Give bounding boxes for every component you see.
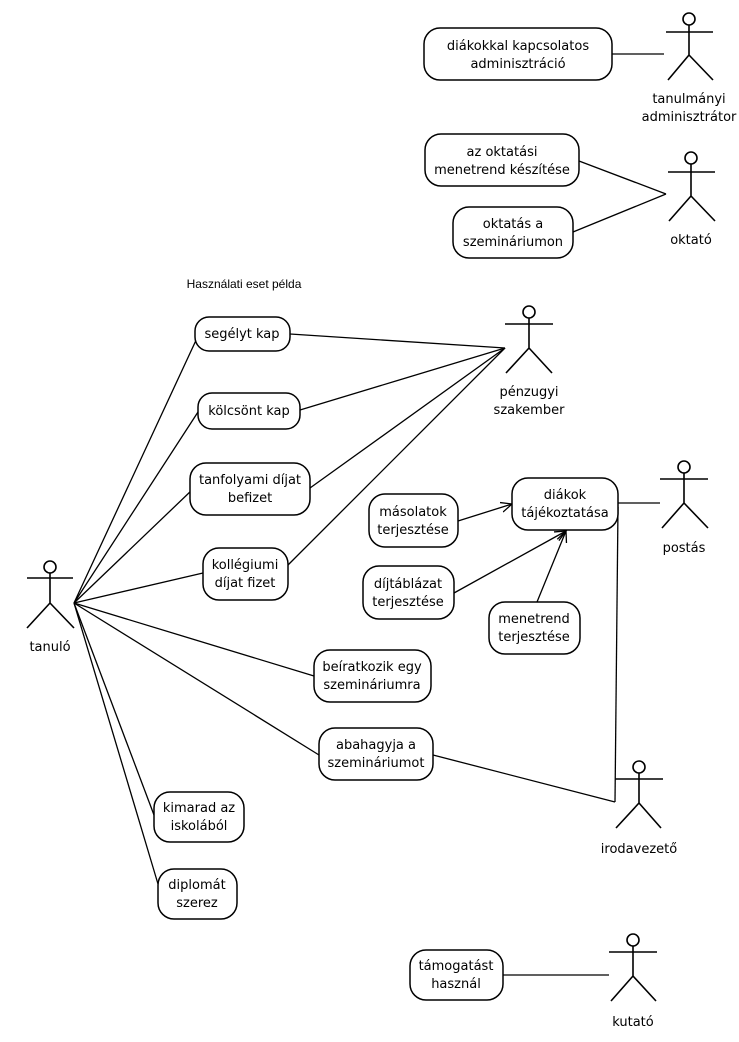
edge-dijtablazat-diakok [453,531,566,594]
edge-abahagyja-irodavezeto [432,754,616,803]
actor-irodavezeto: irodavezető [601,760,677,857]
use-case-kolcsont-kap: kölcsönt kap [197,392,301,430]
use-case-dijtablazat-terjesztese: díjtáblázat terjesztése [362,565,455,620]
edge-tanulo-kolcsont [73,411,199,604]
edge-tanfolyami-penzugyi [309,347,506,489]
use-case-label: menetrend készítése [434,163,570,178]
edge-tanulo-kimarad [73,602,155,816]
edge-tanulo-segelyt [73,335,199,604]
use-case-diplomat: diplomát szerez [157,868,238,920]
actor-kutato: kutató [609,933,657,1030]
use-case-beiratkozik: beíratkozik egy szemináriumra [313,649,432,703]
edge-tanulo-beiratkozik [73,602,315,677]
edge-kollegiumi-penzugyi [287,347,506,566]
use-case-abahagyja: abahagyja a szemináriumot [318,727,434,781]
use-case-kimarad: kimarad az iskolából [153,791,245,843]
actor-postas: postás [660,460,709,556]
use-case-label: terjesztése [498,630,570,645]
actor-label: adminisztrátor [642,110,737,125]
actor-label: szakember [494,403,566,418]
edge-menetrend-oktato [578,160,667,195]
use-case-masolatok-terjesztese: másolatok terjesztése [368,493,459,548]
use-case-label: támogatást [419,959,494,974]
use-case-segelyt-kap: segélyt kap [194,316,291,352]
use-case-label: szerez [176,896,218,911]
use-case-label: menetrend [498,612,570,627]
edge-masolatok-diakok [457,504,512,522]
actor-label: irodavezető [601,842,677,857]
actor-label: pénzugyi [499,385,558,400]
use-case-label: diplomát [168,878,225,893]
use-case-oktatas-szeminariumon: oktatás a szemináriumon [452,206,574,259]
actor-label: tanuló [29,640,70,655]
use-case-label: adminisztráció [470,57,565,72]
use-case-label: abahagyja a [336,738,416,753]
actor-label: tanulmányi [652,92,725,107]
use-case-kollegiumi-dijat: kollégiumi díjat fizet [202,547,289,601]
use-case-menetrend-terjesztese: menetrend terjesztése [488,601,581,655]
actor-label: kutató [612,1015,654,1030]
use-case-label: szemináriumon [463,235,563,250]
use-case-label: szemináriumra [323,678,420,693]
use-case-diakok-tajekoztatasa: diákok tájékoztatása [511,477,619,531]
edge-tanulo-tanfolyami [73,489,193,604]
actor-tanulo: tanuló [26,560,75,655]
use-case-label: tájékoztatása [521,506,608,521]
actor-label: oktató [670,233,712,248]
use-case-label: terjesztése [377,523,449,538]
use-case-menetrend-keszitese: az oktatási menetrend készítése [424,133,580,187]
use-case-diakokkal-adminisztracio: diákokkal kapcsolatos adminisztráció [423,27,613,81]
use-case-label: kimarad az [163,801,235,816]
use-case-label: másolatok [379,505,447,520]
use-case-label: segélyt kap [204,327,279,342]
edge-tanulo-kollegiumi [73,572,204,604]
association-lines [73,53,667,976]
actor-label: postás [663,541,706,556]
edge-kolcsont-penzugyi [299,347,506,411]
use-case-label: diákokkal kapcsolatos [447,39,589,54]
use-case-label: díjtáblázat [374,577,442,592]
use-case-tamogatast: támogatást használ [409,949,504,1001]
use-case-label: szemináriumot [328,756,425,771]
edge-diakok-irodavezeto [614,506,619,803]
diagram-title: Használati eset példa [187,277,302,291]
use-case-label: az oktatási [467,145,538,160]
actor-oktato: oktató [668,151,716,248]
edge-menetrend-diakok [536,531,566,603]
use-case-label: használ [431,977,481,992]
edge-tanulo-abahagyja [73,602,320,756]
use-case-label: tanfolyami díjat [199,473,301,488]
use-case-label: iskolából [171,819,228,834]
use-case-label: diákok [544,488,587,503]
actor-penzugyi-szakember: pénzugyi szakember [494,305,566,418]
use-case-label: díjat fizet [215,576,276,591]
use-case-tanfolyami-dijat: tanfolyami díjat befizet [189,462,311,516]
use-case-label: befizet [228,491,272,506]
actor-tanulmanyi-adminisztrator: tanulmányi adminisztrátor [642,12,737,125]
use-case-label: beíratkozik egy [322,660,422,675]
use-case-label: kölcsönt kap [208,404,290,419]
use-case-label: kollégiumi [212,558,279,573]
use-case-label: oktatás a [483,217,543,232]
edge-tanulo-diplomat [73,602,159,885]
edge-segelyt-penzugyi [289,333,506,349]
use-case-label: terjesztése [372,595,444,610]
edge-oktatas-oktato [572,193,667,233]
